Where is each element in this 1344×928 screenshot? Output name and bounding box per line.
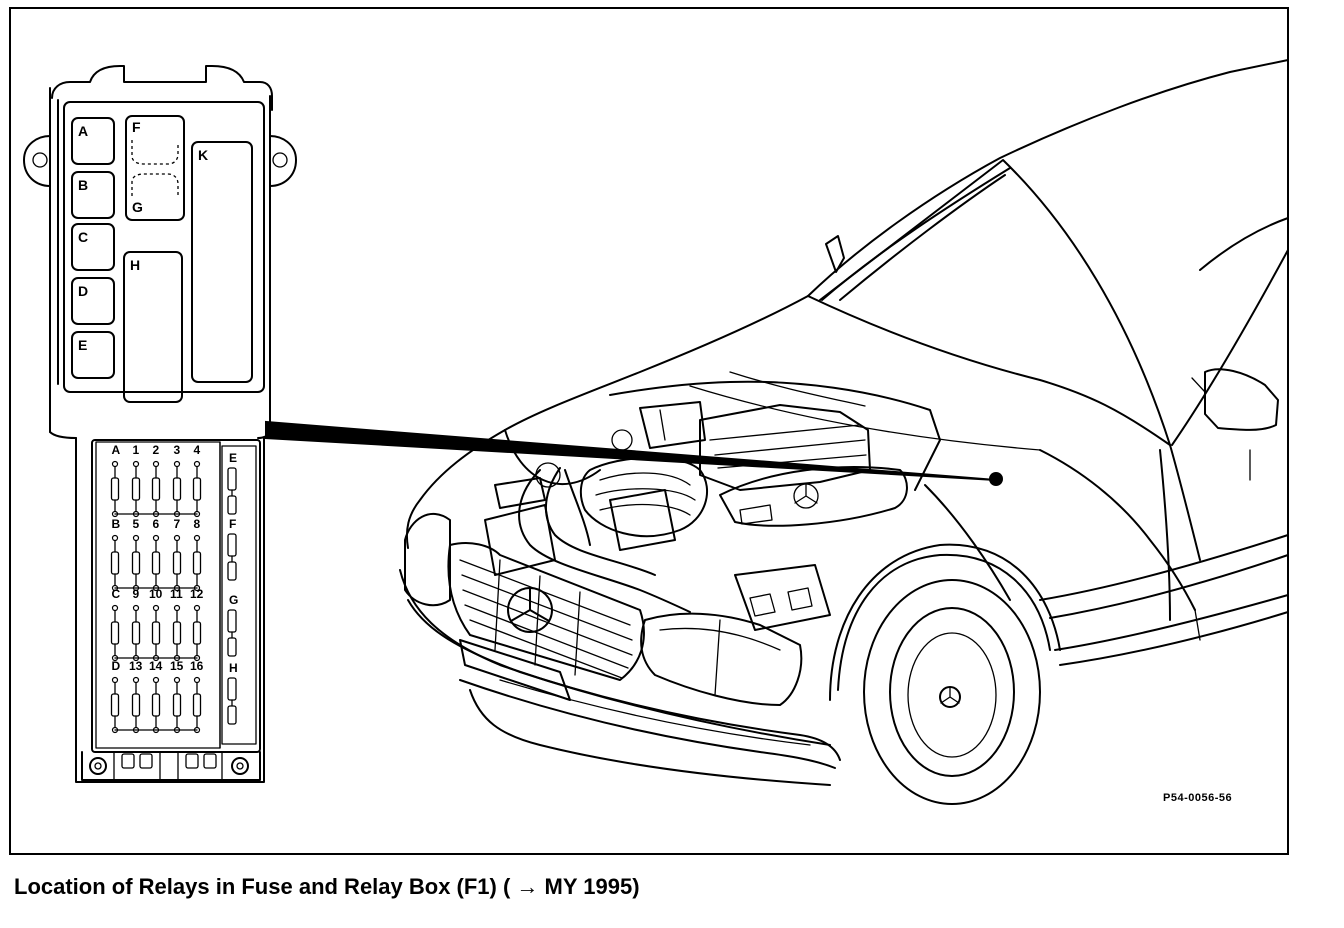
side-fuse-symbol <box>227 533 237 557</box>
side-fuse-symbol <box>227 637 237 657</box>
fuse-symbol <box>151 693 161 717</box>
side-fuse-label: H <box>229 661 238 675</box>
fuse-symbol <box>110 693 120 717</box>
relay-label-k: K <box>198 147 208 163</box>
pointer-line <box>265 420 997 481</box>
fuse-symbol <box>131 477 141 501</box>
fuse-symbol <box>110 551 120 575</box>
fuse-symbol <box>151 477 161 501</box>
fuse-number: 8 <box>194 517 201 531</box>
relay-label-b: B <box>78 177 88 193</box>
fuse-number: 11 <box>170 587 183 601</box>
fuse-number: 2 <box>153 443 160 457</box>
fuse-row-label: A <box>112 443 121 457</box>
side-fuse-column: E F G H <box>227 451 238 725</box>
fuse-terminal <box>152 460 160 468</box>
fuse-terminal <box>173 604 181 612</box>
fuse-number: 16 <box>190 659 204 673</box>
side-fuse-symbol <box>227 705 237 725</box>
fuse-terminal <box>193 676 201 684</box>
fuse-symbol <box>131 551 141 575</box>
relay-label-d: D <box>78 283 88 299</box>
fuse-number: 13 <box>129 659 143 673</box>
side-fuse-symbol <box>227 677 237 701</box>
fuse-terminal <box>152 604 160 612</box>
fuse-terminal <box>111 534 119 542</box>
pointer-dot <box>989 472 1003 486</box>
relay-label-e: E <box>78 337 87 353</box>
fuse-number: 10 <box>149 587 163 601</box>
fuse-terminal <box>193 534 201 542</box>
fuse-terminal <box>173 460 181 468</box>
side-fuse-label: F <box>229 517 236 531</box>
relay-label-f: F <box>132 119 141 135</box>
fuse-number: 12 <box>190 587 204 601</box>
fuse-terminal <box>173 534 181 542</box>
fuse-symbol <box>172 693 182 717</box>
fuse-number: 14 <box>149 659 163 673</box>
fuse-symbol <box>172 621 182 645</box>
fuse-terminal <box>111 676 119 684</box>
fuse-number: 3 <box>174 443 181 457</box>
relay-label-h: H <box>130 257 140 273</box>
fuse-terminal <box>132 460 140 468</box>
fuse-terminal <box>111 460 119 468</box>
relay-label-c: C <box>78 229 88 245</box>
fuse-symbol <box>172 477 182 501</box>
car-illustration <box>399 59 1289 805</box>
side-fuse-symbol <box>227 495 237 515</box>
fuse-row-label: B <box>112 517 121 531</box>
side-fuse-symbol <box>227 467 237 491</box>
fuse-number: 7 <box>174 517 181 531</box>
fuse-symbol <box>110 621 120 645</box>
fuse-number: 4 <box>194 443 201 457</box>
side-fuse-symbol <box>227 561 237 581</box>
fuse-row-label: D <box>112 659 121 673</box>
side-fuse-label: E <box>229 451 237 465</box>
fuse-number: 6 <box>153 517 160 531</box>
fuse-terminal <box>132 604 140 612</box>
relay-label-g: G <box>132 199 143 215</box>
fuse-symbol <box>192 477 202 501</box>
drawing-code: P54-0056-56 <box>1163 792 1232 804</box>
fuse-symbol <box>131 621 141 645</box>
fuse-row-label: C <box>112 587 121 601</box>
relay-label-a: A <box>78 123 88 139</box>
figure-caption: Location of Relays in Fuse and Relay Box… <box>14 874 640 899</box>
fuse-terminal <box>193 460 201 468</box>
fuse-number: 15 <box>170 659 184 673</box>
fuse-symbol <box>151 621 161 645</box>
fuse-terminal <box>132 676 140 684</box>
fuse-symbol <box>131 693 141 717</box>
fuse-terminal <box>152 534 160 542</box>
side-fuse-symbol <box>227 609 237 633</box>
fuse-terminal <box>152 676 160 684</box>
fuse-number: 1 <box>133 443 140 457</box>
fuse-symbol <box>151 551 161 575</box>
fuse-symbol <box>192 551 202 575</box>
fuse-number: 9 <box>133 587 140 601</box>
drawing-border <box>9 7 1289 855</box>
fuse-terminal <box>111 604 119 612</box>
side-fuse-label: G <box>229 593 238 607</box>
fuse-symbol <box>192 621 202 645</box>
fuse-terminal <box>193 604 201 612</box>
fuse-terminal <box>132 534 140 542</box>
fuse-symbol <box>172 551 182 575</box>
fuse-symbol <box>192 693 202 717</box>
fuse-terminal <box>173 676 181 684</box>
fuse-symbol <box>110 477 120 501</box>
fuse-number: 5 <box>133 517 140 531</box>
